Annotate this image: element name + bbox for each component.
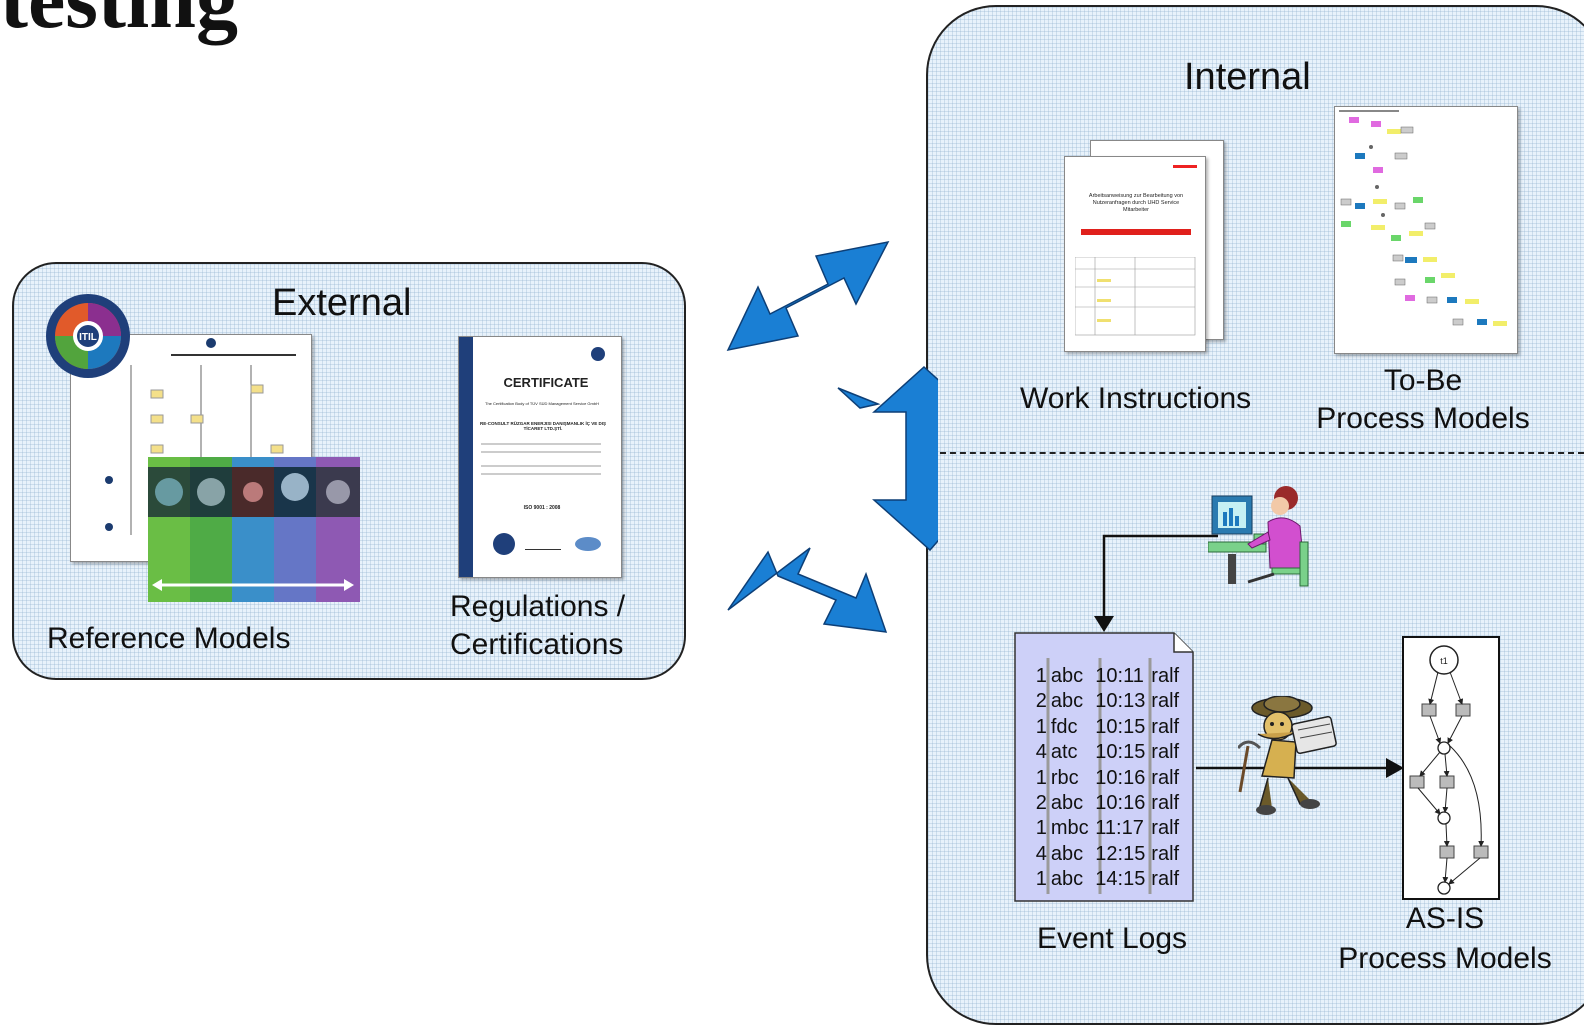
- certificate-line: [481, 465, 601, 467]
- arrowhead-icon: [1094, 616, 1114, 632]
- doc-red-banner: [1081, 229, 1191, 235]
- log-cell-time: 10:16: [1095, 766, 1146, 789]
- to-be-model-doc: [1334, 106, 1518, 354]
- log-cell-time: 10:16: [1095, 791, 1146, 814]
- petri-start-label: t1: [1440, 656, 1448, 666]
- log-cell-activity: abc: [1050, 665, 1084, 687]
- log-cell-activity: abc: [1050, 791, 1084, 814]
- event-logs-label: Event Logs: [1036, 922, 1188, 955]
- log-cell-case: 1: [1035, 868, 1047, 891]
- log-cell-resource: ralf: [1151, 741, 1180, 764]
- to-be-process-diagram: [1339, 110, 1507, 326]
- certifications-label: Certifications: [450, 628, 624, 661]
- log-cell-time: 12:15: [1095, 842, 1146, 865]
- log-cell-time: 10:15: [1095, 715, 1146, 738]
- log-cell-resource: ralf: [1151, 766, 1180, 789]
- log-cell-case: 1: [1035, 715, 1047, 738]
- certificate-company: RE-CONSULT RÜZGAR ENERJISI DANIŞMANLIK İ…: [480, 421, 606, 431]
- work-instructions-label: Work Instructions: [1020, 382, 1252, 415]
- log-cell-resource: ralf: [1151, 665, 1180, 687]
- exchange-arrows: [726, 240, 938, 633]
- doc-logo-icon: [1173, 165, 1197, 168]
- certificate-body-label: The Certification Body of TÜV SÜD Manage…: [485, 401, 599, 406]
- log-cell-resource: ralf: [1151, 868, 1180, 891]
- doc-table: [1075, 257, 1196, 336]
- log-cell-case: 2: [1035, 690, 1047, 713]
- page-title: testing: [0, 0, 238, 42]
- to-be-label-2: Process Models: [1316, 402, 1530, 435]
- petri-net-diagram: t1: [1409, 645, 1489, 895]
- log-cell-activity: fdc: [1050, 715, 1078, 738]
- certificate-line: [481, 451, 601, 453]
- log-cell-case: 1: [1035, 817, 1047, 840]
- certificate-line: [481, 473, 601, 475]
- itil-wheel-icon: ITIL: [46, 294, 130, 378]
- log-cell-time: 11:17: [1095, 817, 1144, 840]
- log-cell-resource: ralf: [1151, 791, 1180, 814]
- vertical-arrow-icon: [872, 365, 938, 552]
- log-cell-activity: abc: [1050, 868, 1084, 891]
- log-cell-case: 1: [1035, 665, 1047, 687]
- work-instruction-doc: Arbeitsanweisung zur Bearbeitung von Nut…: [1064, 156, 1206, 352]
- log-cell-activity: atc: [1050, 741, 1078, 764]
- event-log-doc: [1014, 632, 1194, 902]
- user-computer-icon: [1208, 486, 1309, 587]
- log-cell-activity: abc: [1050, 842, 1084, 865]
- certificate-standard: ISO 9001 : 2008: [523, 505, 561, 511]
- internal-link-arrow-icon: [837, 387, 881, 409]
- lower-diagonal-arrow-icon: [727, 547, 888, 633]
- tuv-seal-icon: [493, 533, 515, 555]
- internal-heading: Internal: [1184, 56, 1311, 98]
- work-instruction-heading: Arbeitsanweisung zur Bearbeitung von Nut…: [1088, 193, 1184, 214]
- log-cell-resource: ralf: [1151, 690, 1180, 713]
- external-heading: External: [272, 282, 412, 324]
- regulations-label: Regulations /: [450, 590, 626, 623]
- as-is-label-2: Process Models: [1338, 942, 1552, 975]
- log-cell-resource: ralf: [1151, 715, 1180, 738]
- arrowhead-icon: [1386, 758, 1404, 778]
- log-cell-time: 10:13: [1095, 690, 1146, 713]
- log-cell-case: 4: [1035, 842, 1047, 865]
- reference-models-image: ITIL: [40, 292, 365, 610]
- miner-mascot-icon: [1238, 696, 1337, 815]
- certificate-side-band: [459, 337, 473, 577]
- internal-divider: [930, 452, 1584, 454]
- log-cell-time: 14:15: [1095, 868, 1146, 891]
- log-cell-activity: abc: [1050, 690, 1084, 713]
- reference-models-label: Reference Models: [47, 622, 291, 655]
- certificate-heading: CERTIFICATE: [503, 375, 589, 390]
- as-is-label-1: AS-IS: [1405, 902, 1485, 935]
- as-is-model-doc: t1: [1402, 636, 1500, 900]
- log-cell-case: 2: [1035, 791, 1047, 814]
- tuv-logo-icon: [591, 347, 605, 361]
- log-cell-resource: ralf: [1151, 817, 1180, 840]
- log-cell-case: 1: [1035, 766, 1047, 789]
- log-cell-time: 10:11: [1095, 665, 1144, 687]
- to-be-label-1: To-Be: [1383, 364, 1463, 397]
- log-cell-time: 10:15: [1095, 741, 1146, 764]
- iaf-logo-icon: [575, 537, 601, 551]
- log-cell-activity: rbc: [1050, 766, 1079, 789]
- upper-diagonal-arrow-icon: [726, 240, 890, 352]
- log-cell-case: 4: [1035, 741, 1047, 764]
- certificate-doc: CERTIFICATE The Certification Body of TÜ…: [458, 336, 622, 578]
- signature-icon: [525, 539, 561, 550]
- certificate-line: [481, 443, 601, 445]
- log-cell-resource: ralf: [1151, 842, 1180, 865]
- log-cell-activity: mbc: [1050, 817, 1089, 840]
- itil-badge: ITIL: [79, 332, 97, 343]
- itil-books-icon: [148, 457, 360, 602]
